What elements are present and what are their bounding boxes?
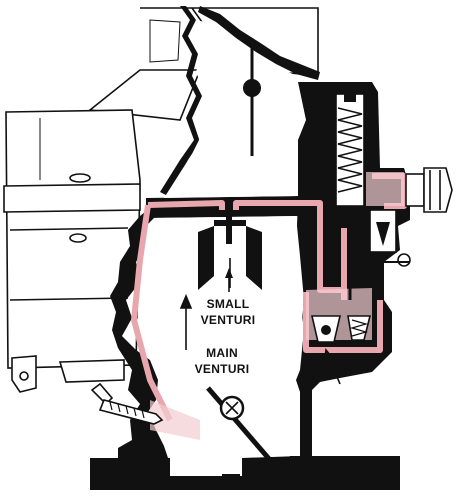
inlet-needle-valve [366,209,411,267]
fuel-inlet-fitting [405,167,453,213]
throttle-valve [206,386,272,462]
float-bowl-housing [3,109,141,393]
choke-valve [243,48,261,156]
small-venturi [198,208,262,292]
pump-check-valve [310,315,372,343]
leader-arrows [179,258,341,385]
main-venturi-label-line2: VENTURI [195,362,250,376]
small-venturi-label-line2: VENTURI [201,313,256,327]
label-main-venturi: MAIN VENTURI [195,346,250,376]
pump-spring [335,92,365,300]
label-small-venturi: SMALL VENTURI [201,297,256,327]
idle-mixture-screw [90,382,164,425]
small-venturi-label-line1: SMALL [207,297,250,311]
main-venturi-label-line1: MAIN [206,346,238,360]
